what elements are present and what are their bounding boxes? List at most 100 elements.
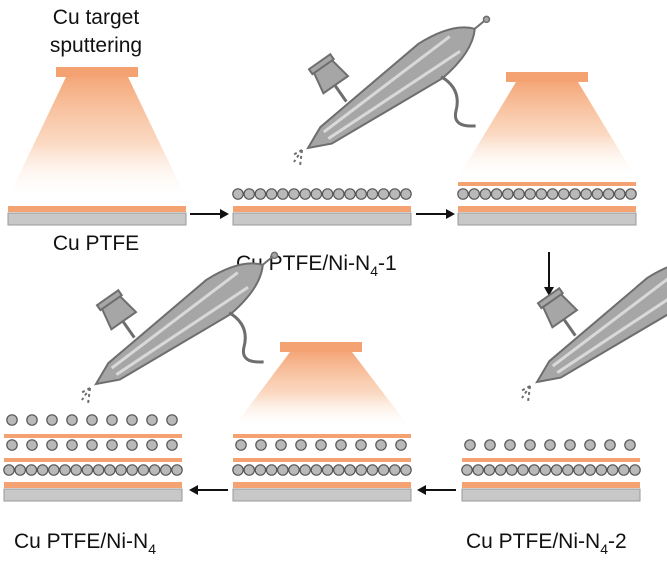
ni-n4-particle (265, 188, 278, 200)
ni-n4-particle (468, 188, 480, 200)
cu-layer (233, 434, 411, 438)
ni-n4-particle (46, 414, 58, 426)
cu-ptfe-stack-3 (457, 206, 637, 226)
spray-gun-icon (498, 200, 667, 448)
spray-mist (520, 385, 531, 403)
spray-gun-icon (269, 0, 537, 214)
ni-n4-particle (104, 464, 116, 476)
ni-n4-particle (457, 188, 469, 200)
particle-row-sparse (464, 439, 636, 451)
ni-n4-particle (235, 439, 247, 451)
ni-n4-particle (126, 414, 138, 426)
ni-n4-particle (375, 439, 387, 451)
ni-n4-particle (461, 464, 473, 476)
cu-ptfe-stack-5 (232, 482, 412, 502)
ni-n4-particle (160, 464, 172, 476)
sputter-target-icon (8, 67, 186, 198)
ni-n4-particle (36, 464, 49, 476)
arrow-left-icon (189, 485, 228, 495)
ni-n4-particle (388, 188, 401, 200)
ni-n4-particle (86, 439, 98, 451)
ni-n4-particle (335, 439, 347, 451)
ni-n4-particle (66, 414, 78, 426)
title-line-1: Cu target (53, 6, 140, 29)
ni-n4-particle (388, 464, 401, 476)
particle-row (232, 188, 412, 200)
particle-row (457, 188, 637, 200)
ni-n4-particle (561, 464, 574, 476)
ni-n4-particle (299, 188, 311, 200)
ni-n4-particle (275, 439, 287, 451)
ni-n4-particle (613, 188, 626, 200)
spray-mist (292, 149, 303, 167)
particle-row (232, 464, 412, 476)
ni-n4-particle (606, 464, 619, 476)
ni-n4-particle (524, 188, 536, 200)
ni-n4-particle (46, 439, 58, 451)
ni-n4-particle (232, 188, 244, 200)
ni-n4-particle (377, 464, 390, 476)
ni-n4-particle (92, 464, 105, 476)
ni-n4-particle (544, 439, 556, 451)
ni-n4-particle (494, 464, 507, 476)
ni-n4-particle (321, 188, 334, 200)
sputter-target-icon (233, 342, 410, 428)
ni-n4-particle (617, 464, 630, 476)
ni-n4-particle (254, 188, 267, 200)
ni-n4-particle (483, 464, 496, 476)
arrow-right-icon (190, 209, 229, 219)
ni-n4-particle (355, 188, 367, 200)
ni-n4-particle (564, 439, 576, 451)
ni-n4-particle (505, 464, 518, 476)
ni-n4-particle (624, 439, 636, 451)
particle-row (461, 464, 641, 476)
cu-layer (233, 458, 411, 462)
ni-n4-particle (580, 188, 592, 200)
ni-n4-particle (288, 188, 300, 200)
ni-n4-particle (3, 464, 15, 476)
ni-n4-particle (501, 188, 514, 200)
ni-n4-particle (332, 188, 345, 200)
cu-ptfe-stack-2 (232, 206, 412, 226)
ni-n4-particle (490, 188, 503, 200)
ni-n4-particle (66, 439, 78, 451)
ni-n4-particle (243, 464, 255, 476)
cu-layer (458, 182, 636, 186)
ni-n4-particle (366, 464, 379, 476)
particle-row (3, 464, 183, 476)
ni-n4-particle (479, 188, 492, 200)
ni-n4-particle (517, 464, 529, 476)
title-line-2: sputtering (50, 34, 142, 57)
ni-n4-particle (254, 464, 267, 476)
ni-n4-particle (126, 464, 138, 476)
arrow-left-icon (417, 485, 456, 495)
label-ni-n4-2: Cu PTFE/Ni-N4-2 (466, 530, 627, 557)
ni-n4-particle (595, 464, 608, 476)
ni-n4-particle (137, 464, 150, 476)
cu-layer (4, 458, 182, 462)
ni-n4-particle (315, 439, 327, 451)
ni-n4-particle (25, 464, 38, 476)
ni-n4-particle (106, 439, 118, 451)
ni-n4-particle (166, 414, 178, 426)
cu-ptfe-stack-1 (7, 206, 187, 226)
ni-n4-particle (146, 439, 158, 451)
ni-n4-particle (569, 188, 581, 200)
ni-n4-particle (513, 188, 525, 200)
ni-n4-particle (299, 464, 311, 476)
ni-n4-particle (70, 464, 82, 476)
ni-n4-particle (602, 188, 615, 200)
ni-n4-particle (344, 464, 356, 476)
ni-n4-particle (243, 188, 255, 200)
ni-n4-particle (546, 188, 559, 200)
ni-n4-particle (232, 464, 244, 476)
cu-layer (462, 458, 640, 462)
ni-n4-particle (355, 464, 367, 476)
ni-n4-particle (106, 414, 118, 426)
ni-n4-particle (288, 464, 300, 476)
ni-n4-particle (295, 439, 307, 451)
ni-n4-particle (265, 464, 278, 476)
ni-n4-particle (400, 464, 412, 476)
ni-n4-particle (321, 464, 334, 476)
